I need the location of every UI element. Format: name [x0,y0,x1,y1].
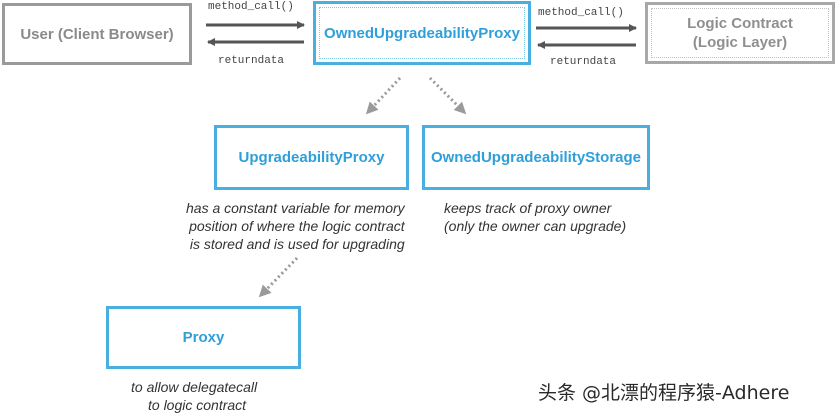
upgradeability-proxy-desc-line2: position of where the logic contract [189,218,405,234]
user-box-label: User (Client Browser) [20,25,174,43]
upgradeability-proxy-desc-line3: is stored and is used for upgrading [189,236,405,252]
upgradeability-proxy-box: UpgradeabilityProxy [214,125,409,190]
owned-storage-desc-line2: (only the owner can upgrade) [444,218,627,234]
owned-storage-box-label: OwnedUpgradeabilityStorage [430,149,642,166]
proxy-box: Proxy [106,306,301,369]
owned-upgradeability-proxy-box: OwnedUpgradeabilityProxy [313,1,531,65]
owned-storage-desc-line1: keeps track of proxy owner [444,200,612,216]
logic-box-label-line2: (Logic Layer) [692,34,788,51]
proxy-description: to allow delegatecall to logic contract [131,378,257,414]
owned-proxy-box-label: OwnedUpgradeabilityProxy [324,24,520,42]
user-client-browser-box: User (Client Browser) [2,3,192,65]
upgradeability-proxy-description: has a constant variable for memory posit… [186,199,405,253]
edge-label-right-call: method_call() [538,7,624,19]
proxy-desc-line2: to logic contract [148,397,247,413]
logic-box-label-line1: Logic Contract [687,15,793,32]
upgradeability-proxy-desc-line1: has a constant variable for memory [186,200,405,216]
watermark-text: 头条 @北漂的程序猿-Adhere [538,382,790,404]
edge-label-left-call: method_call() [208,1,294,13]
proxy-desc-line1: to allow delegatecall [131,379,258,395]
logic-contract-box: Logic Contract (Logic Layer) [645,2,835,64]
owned-upgradeability-storage-box: OwnedUpgradeabilityStorage [422,125,650,190]
arrow-owned-to-upgradeability-proxy [365,76,402,115]
upgradeability-proxy-box-label: UpgradeabilityProxy [238,149,385,166]
edge-label-right-return: returndata [550,56,617,68]
arrow-upgradeability-proxy-to-proxy [258,256,299,298]
owned-storage-description: keeps track of proxy owner (only the own… [444,199,626,235]
arrow-owned-to-owned-storage [428,76,467,115]
edge-label-left-return: returndata [218,55,285,67]
proxy-box-label: Proxy [182,329,225,346]
